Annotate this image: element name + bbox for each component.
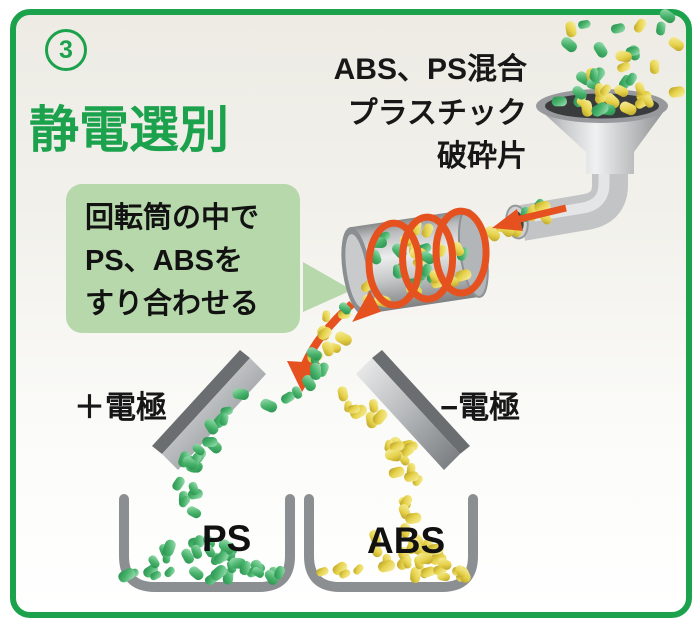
negative-electrode-label: −電極	[440, 390, 521, 425]
pipe-highlight	[533, 158, 610, 222]
feed-label-line1: ABS、PS混合	[333, 53, 527, 86]
callout-line3: すり合わせる	[85, 287, 260, 320]
callout-line1: 回転筒の中で	[85, 202, 260, 234]
abs-bin	[304, 494, 478, 592]
spiral-exit-arrowhead	[352, 291, 381, 322]
abs-pellet-stream	[337, 386, 423, 524]
rotating-drum	[341, 207, 490, 322]
negative-electrode-plate	[356, 350, 470, 470]
feed-label-line2: プラスチック	[347, 96, 527, 130]
pellets-falling-mixed	[302, 302, 352, 392]
abs-bin-label: ABS	[367, 520, 446, 561]
callout-pointer	[303, 262, 352, 312]
feed-label-line3: 破砕片	[437, 140, 527, 173]
feed-arrow	[515, 204, 567, 224]
page-title: 静電選別	[29, 102, 229, 158]
feed-material-label: ABS、PS混合 プラスチック 破砕片	[267, 48, 527, 179]
positive-electrode-plate	[152, 350, 266, 470]
rotation-spiral-arrow	[352, 207, 490, 322]
ps-bin-label: PS	[202, 518, 252, 559]
ps-bin	[119, 494, 295, 592]
step-number-badge: 3	[45, 29, 87, 71]
funnel-bowl	[537, 107, 667, 174]
positive-electrode-label: ＋電極	[74, 390, 167, 425]
callout-box: 回転筒の中で PS、ABSを すり合わせる	[66, 184, 300, 333]
pellets-on-funnel-rim	[551, 83, 654, 117]
step-number: 3	[59, 35, 73, 64]
ps-pellet-stream	[172, 386, 303, 549]
abs-pellet-pile	[316, 523, 471, 583]
ps-pellet-pile	[118, 534, 285, 586]
callout-line2: PS、ABSを	[85, 244, 243, 277]
feed-arrowhead	[492, 209, 523, 231]
